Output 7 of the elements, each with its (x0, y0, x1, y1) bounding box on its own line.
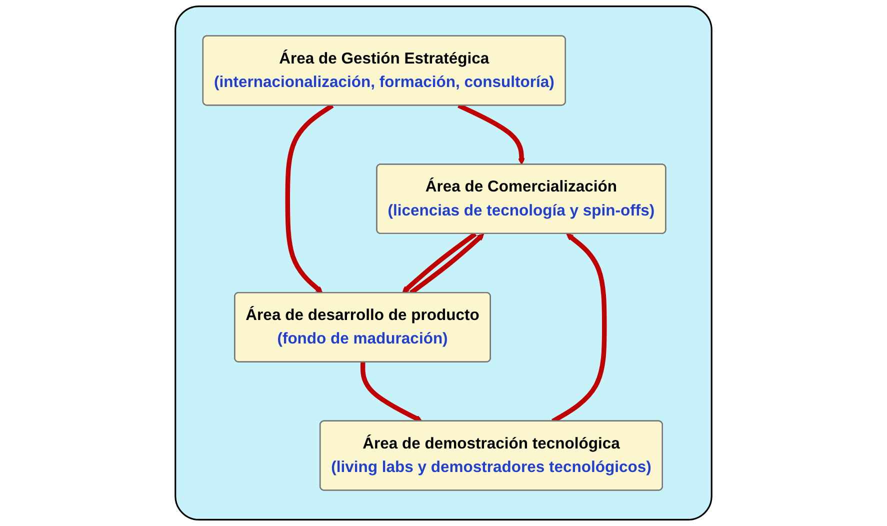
arrow (360, 362, 422, 422)
arrow (402, 232, 477, 294)
area-box: Área de Comercialización (licencias de tecnología y spin-offs) (376, 164, 666, 234)
area-box: Área de Gestión Estratégica (internacionalización, formación, consultoría) (202, 35, 566, 106)
area-box: Área de desarrollo de producto (fondo de maduración) (234, 292, 491, 362)
arrow (285, 104, 334, 294)
area-box: Área de demostración tecnológica (living labs y demostradores tecnológicos) (319, 420, 663, 491)
